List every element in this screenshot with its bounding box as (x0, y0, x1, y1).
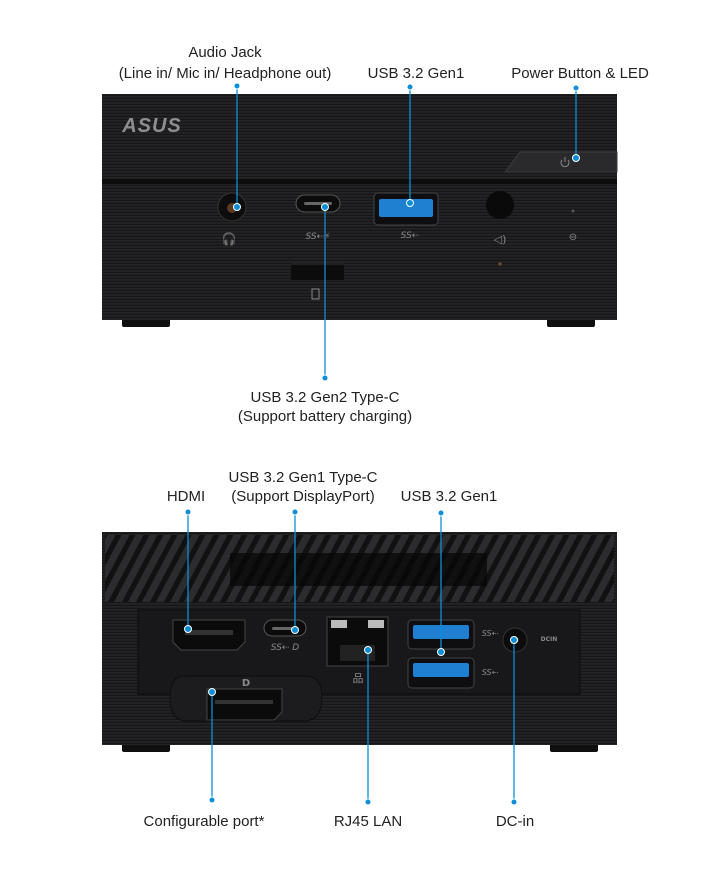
ss-usb-icon: SS⇠ (401, 231, 420, 241)
dp-pins (215, 700, 273, 704)
foot (547, 318, 595, 327)
usb-a-tongue (413, 663, 469, 677)
rj45-led-left (331, 620, 347, 628)
vent-opening (230, 553, 487, 586)
usb-gen1-back-label: USB 3.2 Gen1 (401, 488, 498, 505)
back-callouts (184, 508, 518, 806)
sd-card-icon (311, 288, 320, 300)
usb-a-tongue (379, 199, 433, 217)
usb-gen1-front-label: USB 3.2 Gen1 (368, 65, 465, 82)
hdmi-pins (185, 630, 233, 635)
back-view: SS⇠ D 品 SS⇠ SS⇠ DCIN D (102, 532, 617, 752)
dc-in-label: DC-in (496, 813, 534, 830)
mic-icon: ◁) (494, 233, 507, 246)
power-icon (560, 157, 570, 168)
headset-icon: 🎧 (222, 232, 237, 246)
rj45-led-right (368, 620, 384, 628)
asus-logo: ASUS (121, 115, 182, 137)
foot (550, 743, 598, 752)
network-icon: 品 (353, 672, 364, 685)
front-callouts (233, 82, 580, 382)
foot (122, 743, 170, 752)
sd-card-slot (291, 262, 344, 280)
led-indicator (571, 209, 575, 213)
ss-usb-displayport-icon: SS⇠ D (271, 643, 300, 653)
front-seam (102, 179, 617, 184)
ss-usb-charge-icon: SS⇠⚡ (306, 232, 331, 242)
dcin-marking: DCIN (541, 636, 558, 643)
usb-c-gen2-sublabel: (Support battery charging) (238, 408, 412, 425)
foot (122, 318, 170, 327)
clear-cmos-button (486, 191, 514, 219)
front-view: ASUS 🎧 SS⇠⚡ SS⇠ ◁) ⊖ (102, 94, 618, 327)
hdmi-label: HDMI (167, 488, 205, 505)
front-chassis (102, 94, 617, 320)
storage-led-icon: ⊖ (569, 232, 577, 243)
audio-jack-label: Audio Jack (188, 44, 262, 61)
rj45-label: RJ45 LAN (334, 813, 402, 830)
ss-usb-icon: SS⇠ (482, 668, 499, 677)
sd-slot-lip (291, 262, 344, 265)
usb-c-gen1-sublabel: (Support DisplayPort) (231, 488, 374, 505)
usb-c-gen1-label: USB 3.2 Gen1 Type-C (229, 469, 378, 486)
ss-usb-icon: SS⇠ (482, 629, 499, 638)
audio-jack-sublabel: (Line in/ Mic in/ Headphone out) (119, 65, 332, 82)
displayport-icon: D (242, 678, 250, 689)
configurable-port-label: Configurable port* (144, 813, 265, 830)
displayport-port (206, 688, 283, 721)
power-button-label: Power Button & LED (511, 65, 649, 82)
status-led (498, 262, 502, 266)
usb-c-gen2-label: USB 3.2 Gen2 Type-C (251, 389, 400, 406)
